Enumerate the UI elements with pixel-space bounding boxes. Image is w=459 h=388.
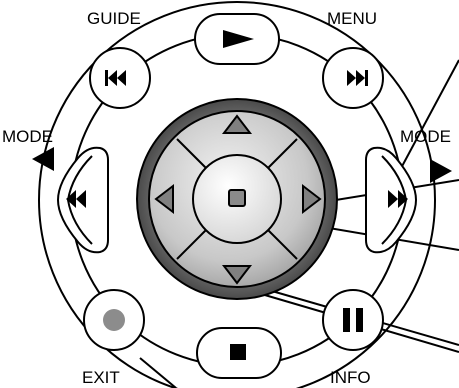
menu-skip-forward-button[interactable] [323,48,383,108]
info-pause-button[interactable] [323,290,383,350]
record-icon [103,309,125,331]
guide-label: GUIDE [87,10,141,27]
mode-right-arrow-icon [430,159,452,183]
mode-fast-forward-button[interactable] [366,148,416,253]
stop-square-icon [229,190,245,206]
mode-left-label: MODE [2,128,53,145]
mode-rewind-button[interactable] [58,148,108,253]
guide-skip-back-button[interactable] [90,48,150,108]
exit-label: EXIT [82,369,120,386]
mode-right-label: MODE [400,128,451,145]
dpad-center-button[interactable] [229,190,245,206]
play-button[interactable] [195,14,279,64]
stop-icon [230,344,246,360]
menu-label: MENU [327,10,377,27]
exit-record-button[interactable] [84,290,144,350]
stop-button[interactable] [197,328,281,378]
dpad[interactable] [137,99,337,299]
mode-left-arrow-icon [32,147,54,171]
info-label: INFO [330,369,371,386]
